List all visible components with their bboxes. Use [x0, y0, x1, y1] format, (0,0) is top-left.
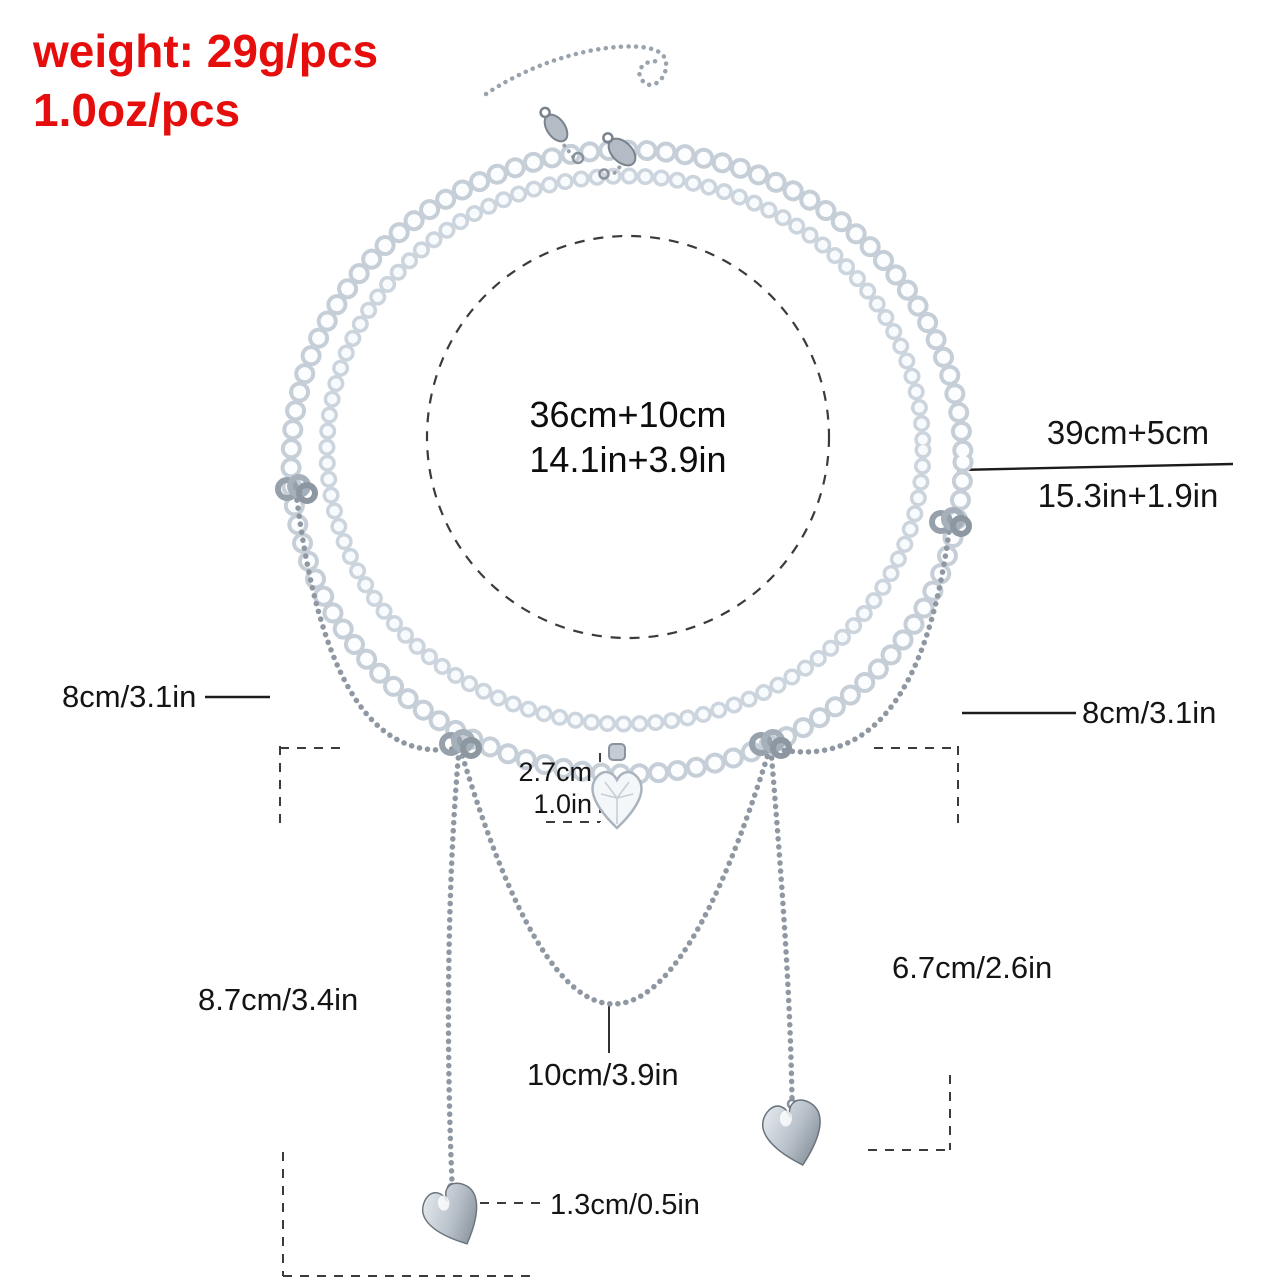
center-swag-drop-label: 10cm/3.9in [527, 1057, 679, 1092]
weight-grams: weight: 29g/pcs [33, 25, 379, 77]
extender-chain [483, 44, 669, 180]
measurement-guides [279, 746, 959, 1277]
weight-ounces: 1.0oz/pcs [33, 83, 241, 136]
right-swag-chain [769, 521, 953, 755]
heart-charm-right [762, 1099, 821, 1166]
inner-circumference-dashed-circle [425, 234, 831, 640]
outer-length-cm: 39cm+5cm [1046, 414, 1210, 451]
inner-length-label: 36cm+10cm 14.1in+3.9in [428, 392, 828, 482]
bead-strand-inner [318, 167, 932, 733]
inner-length-cm: 36cm+10cm [529, 394, 727, 435]
spacer-beads-lower-right [749, 729, 792, 759]
right-swag-label: 8cm/3.1in [1082, 695, 1217, 730]
spacer-beads-lower-left [439, 729, 482, 759]
right-drop-chain [768, 747, 795, 1103]
heart-charm-size-label: 1.3cm/0.5in [550, 1189, 700, 1221]
pendant-size-in: 1.0in [533, 789, 592, 820]
left-drop-chain [445, 747, 462, 1185]
pendant-size-label: 2.7cm 1.0in [492, 756, 592, 821]
lobster-clasp-left [539, 106, 569, 143]
weight-label: weight: 29g/pcs 1.0oz/pcs [33, 22, 378, 140]
pendant-size-cm: 2.7cm [518, 757, 592, 787]
heart-charm-bottom [422, 1182, 478, 1245]
left-drop-label: 8.7cm/3.4in [198, 982, 359, 1017]
right-drop-label: 6.7cm/2.6in [892, 950, 1053, 985]
jump-ring-top-left [571, 151, 585, 165]
leader-lines [205, 462, 1234, 1053]
outer-length-in: 15.3in+1.9in [1037, 477, 1219, 514]
left-swag-label: 8cm/3.1in [62, 679, 197, 714]
jump-ring-top-right [598, 168, 610, 180]
lobster-clasp-right [602, 132, 637, 167]
crystal-pendant [591, 743, 643, 830]
chains [293, 489, 953, 1185]
spacer-beads-right [929, 507, 972, 537]
inner-length-in: 14.1in+3.9in [529, 439, 727, 480]
spacer-beads-left [275, 474, 318, 504]
left-swag-chain [293, 489, 461, 753]
